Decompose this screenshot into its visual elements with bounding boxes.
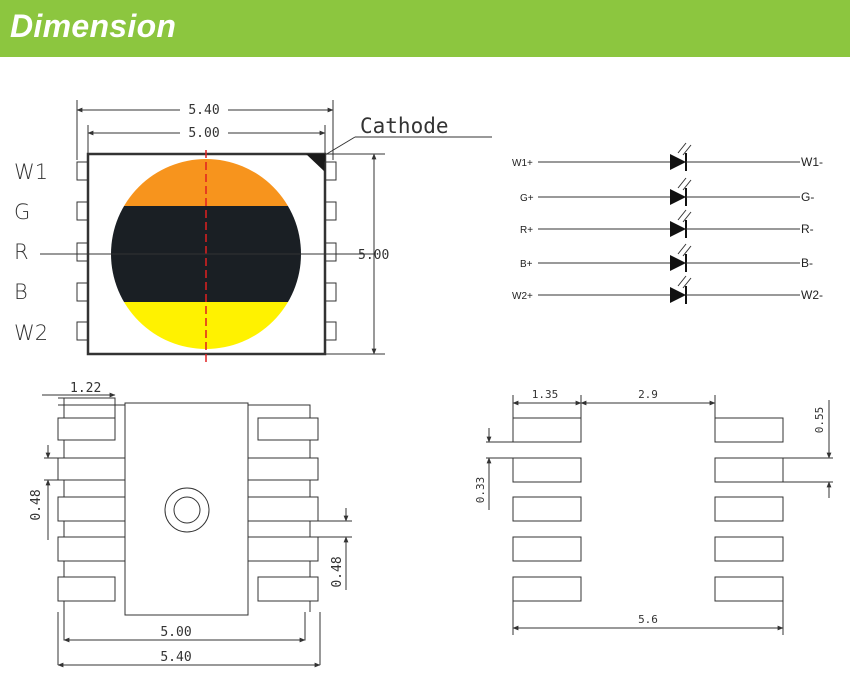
emission-arrow-icon — [677, 142, 687, 154]
schematic-row: R+ R- — [520, 209, 814, 238]
schematic-row: G+ G- — [520, 177, 814, 206]
schematic-cathode-label: W1- — [801, 155, 823, 169]
schematic-cathode-label: G- — [801, 190, 814, 204]
schematic-row: B+ B- — [520, 243, 813, 272]
pin-label-g: G — [14, 200, 30, 224]
schematic-anode-label: G+ — [520, 193, 534, 204]
left-pins — [76, 161, 89, 341]
schematic: W1+ W1- G+ G- R+ R- B+ B- W2+ W2- — [512, 142, 823, 304]
footprint-left-pads — [512, 417, 582, 602]
emission-arrow-icon — [677, 209, 687, 221]
emission-arrow-icon — [682, 144, 692, 156]
led-triangle-icon — [670, 255, 686, 271]
led-triangle-icon — [670, 189, 686, 205]
pin-label-w2: W2 — [14, 321, 48, 345]
emission-arrow-icon — [682, 211, 692, 223]
dim-top-height: 5.00 — [358, 248, 389, 263]
schematic-anode-label: W1+ — [512, 158, 533, 169]
dim-bottom-pitch-right: 0.48 — [330, 556, 345, 587]
dim-bottom-overall-width: 5.40 — [160, 650, 191, 665]
footprint-right-pads — [714, 417, 784, 602]
bottom-view: 1.22 0.48 0.48 5.00 5.40 — [29, 381, 352, 668]
bottom-body — [124, 402, 249, 616]
pin-label-w1: W1 — [14, 160, 48, 184]
dim-bottom-pad-width: 1.22 — [70, 381, 101, 396]
pin-label-r: R — [14, 240, 29, 264]
bottom-right-pads — [247, 404, 319, 612]
schematic-anode-label: R+ — [520, 225, 533, 236]
schematic-row: W2+ W2- — [512, 275, 823, 304]
dim-footprint-height-right: 0.55 — [813, 407, 826, 434]
emission-arrow-icon — [677, 177, 687, 189]
dim-bottom-pitch-left: 0.48 — [29, 489, 44, 520]
emission-arrow-icon — [682, 179, 692, 191]
cathode-leader — [324, 136, 356, 156]
schematic-cathode-label: R- — [801, 222, 814, 236]
schematic-anode-label: W2+ — [512, 291, 533, 302]
cathode-label: Cathode — [360, 114, 449, 138]
emission-arrow-icon — [677, 243, 687, 255]
dim-bottom-body-width: 5.00 — [160, 625, 191, 640]
emission-arrow-icon — [682, 277, 692, 289]
schematic-anode-label: B+ — [520, 259, 533, 270]
schematic-cathode-label: B- — [801, 256, 813, 270]
header-bar: Dimension — [0, 0, 850, 57]
dim-top-width-inner: 5.00 — [188, 126, 219, 141]
emission-arrow-icon — [682, 245, 692, 257]
page-title: Dimension — [10, 8, 177, 44]
footprint: 1.35 2.9 0.33 0.55 5.6 — [474, 388, 833, 635]
pin-label-b: B — [14, 280, 28, 304]
led-triangle-icon — [670, 287, 686, 303]
cathode-notch — [306, 154, 325, 172]
top-view: 5.40 5.00 Cathode — [14, 100, 492, 362]
dim-footprint-pad-length: 1.35 — [532, 388, 559, 401]
dim-footprint-height-left: 0.33 — [474, 477, 487, 504]
led-triangle-icon — [670, 221, 686, 237]
dim-top-width-outer: 5.40 — [188, 103, 219, 118]
schematic-row: W1+ W1- — [512, 142, 823, 171]
led-triangle-icon — [670, 154, 686, 170]
bottom-left-pads — [57, 398, 126, 612]
polarity-ring-outer — [164, 487, 210, 533]
dim-footprint-overall-width: 5.6 — [638, 613, 658, 626]
dim-footprint-gap: 2.9 — [638, 388, 658, 401]
polarity-ring-inner — [173, 496, 201, 524]
right-pins — [324, 161, 337, 341]
emission-arrow-icon — [677, 275, 687, 287]
schematic-cathode-label: W2- — [801, 288, 823, 302]
